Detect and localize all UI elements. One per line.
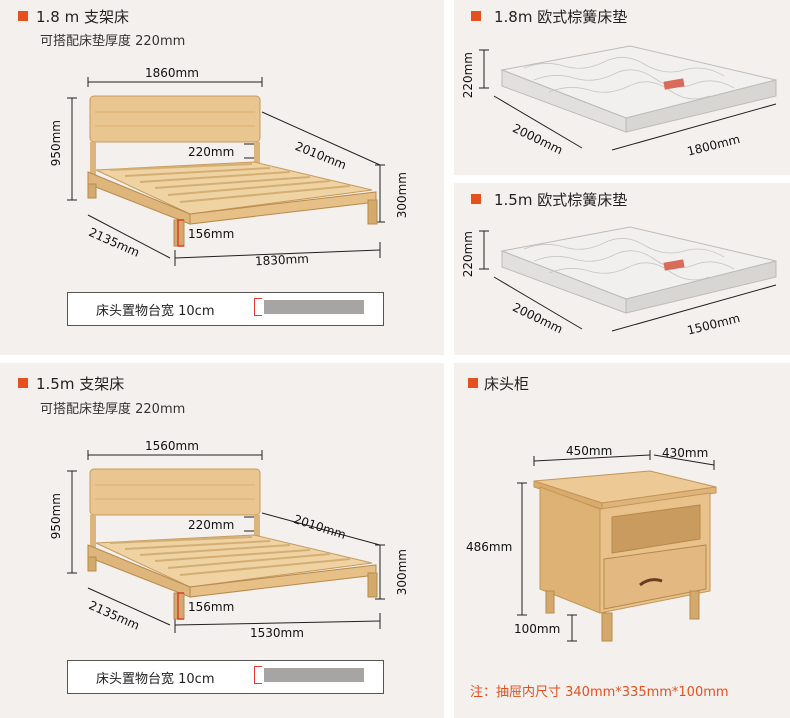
bed-1500-leg-height: 156mm <box>188 600 235 614</box>
bed-1500-shelf-bar <box>264 668 364 682</box>
bed-1800-frame-height: 300mm <box>395 172 409 219</box>
section-marker-icon <box>471 11 481 21</box>
bed-1800-title: 1.8 m 支架床 <box>36 8 130 26</box>
bed-1800-shelf-bar <box>264 300 364 314</box>
bed-1500-frame-height: 300mm <box>395 549 409 596</box>
bed-1500-bottom-width: 1530mm <box>250 626 304 640</box>
bed-1800-width-top: 1860mm <box>145 66 199 80</box>
nightstand-width: 450mm <box>566 444 613 458</box>
bed-1800-drawing <box>67 77 385 266</box>
mattress-1500-panel: 1.5m 欧式棕簧床垫 220mm 2000mm 1500mm <box>454 183 790 355</box>
bed-1500-subtitle: 可搭配床垫厚度 220mm <box>40 402 186 417</box>
bed-1800-shelf-box: 床头置物台宽 10cm <box>67 292 384 326</box>
bed-1800-bottom-width: 1830mm <box>254 251 310 269</box>
mattress-1500-thickness: 220mm <box>461 231 475 278</box>
mattress-1800-title: 1.8m 欧式棕簧床垫 <box>494 8 628 26</box>
bed-1500-height: 950mm <box>49 493 63 540</box>
bed-1800-panel: 1.8 m 支架床 可搭配床垫厚度 220mm <box>0 0 444 355</box>
bed-1800-shelf-label: 床头置物台宽 10cm <box>96 304 215 319</box>
bed-1800-height: 950mm <box>49 120 63 167</box>
nightstand-panel: 床头柜 450mm 430mm 486mm 100mm 注：抽屉内尺寸 340m… <box>454 363 790 718</box>
mattress-1500-title: 1.5m 欧式棕簧床垫 <box>494 191 628 209</box>
bed-1500-headboard-gap: 220mm <box>188 518 235 532</box>
bed-1800-headboard-gap: 220mm <box>188 145 235 159</box>
bed-1800-shelf-mark <box>254 298 262 316</box>
bed-1800-leg-height: 156mm <box>188 227 235 241</box>
mattress-1800-drawing <box>479 45 777 151</box>
bed-1500-panel: 1.5m 支架床 可搭配床垫厚度 220mm 1560mm <box>0 363 444 718</box>
nightstand-drawer-note: 注：抽屉内尺寸 340mm*335mm*100mm <box>470 685 729 700</box>
mattress-1800-thickness: 220mm <box>461 52 475 99</box>
section-marker-icon <box>468 378 478 388</box>
bed-1500-drawing <box>67 450 385 633</box>
nightstand-depth: 430mm <box>662 446 709 460</box>
bed-1500-title: 1.5m 支架床 <box>36 375 125 393</box>
nightstand-height: 486mm <box>466 540 513 554</box>
section-marker-icon <box>18 11 28 21</box>
bed-1500-shelf-box: 床头置物台宽 10cm <box>67 660 384 694</box>
nightstand-leg-height: 100mm <box>514 622 561 636</box>
section-marker-icon <box>471 194 481 204</box>
bed-1500-shelf-mark <box>254 666 262 684</box>
mattress-1500-drawing <box>479 226 777 332</box>
bed-1800-subtitle: 可搭配床垫厚度 220mm <box>40 34 186 49</box>
section-marker-icon <box>18 378 28 388</box>
mattress-1800-panel: 1.8m 欧式棕簧床垫 220mm 2000mm 1800mm <box>454 0 790 175</box>
bed-1500-shelf-label: 床头置物台宽 10cm <box>96 672 215 687</box>
nightstand-title: 床头柜 <box>484 375 530 393</box>
nightstand-drawing <box>517 450 717 642</box>
bed-1500-width-top: 1560mm <box>145 439 199 453</box>
